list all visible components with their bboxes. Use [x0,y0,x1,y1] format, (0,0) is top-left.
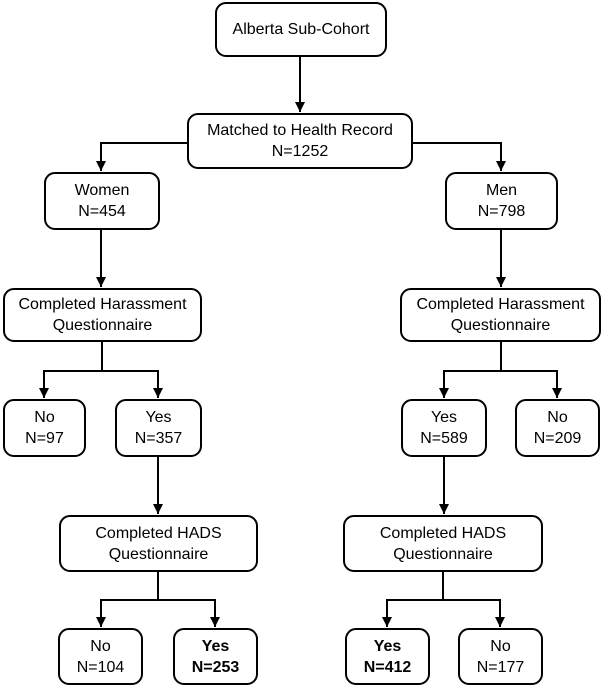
node-label: Questionnaire [393,545,493,563]
node-label: Alberta Sub-Cohort [232,21,370,38]
node-count: N=253 [191,658,240,676]
node-hads-men-no: No N=177 [458,628,543,685]
connector [443,599,505,627]
node-label: Completed HADS [379,524,507,542]
node-label: No [34,409,55,426]
node-count: N=177 [476,658,525,676]
connector [412,142,506,171]
node-label: Women [74,182,130,199]
node-matched-to-health-record: Matched to Health Record N=1252 [187,113,413,169]
node-label: Questionnaire [450,317,551,334]
connector [96,142,188,171]
node-label: No [90,637,111,655]
node-harassment-questionnaire-women: Completed Harassment Questionnaire [3,288,202,342]
node-label: Completed HADS [95,524,222,542]
node-label: Yes [145,409,172,426]
connector [158,599,220,627]
node-count: N=104 [76,658,125,676]
node-harassment-questionnaire-men: Completed Harassment Questionnaire [400,288,601,342]
node-label: Yes [430,409,458,426]
connector [39,342,103,398]
node-count: N=412 [363,658,412,676]
node-count: N=1252 [271,143,329,160]
node-hads-questionnaire-women: Completed HADS Questionnaire [59,515,258,572]
connector [382,572,444,627]
node-hads-women-no: No N=104 [58,628,143,685]
node-count: N=454 [78,203,126,220]
node-count: N=589 [420,430,468,447]
node-hads-men-yes: Yes N=412 [345,628,430,685]
node-men: Men N=798 [445,172,558,230]
node-label: No [547,409,568,426]
node-label: Yes [373,637,402,655]
node-count: N=97 [25,430,64,447]
node-label: Men [485,182,518,199]
node-count: N=357 [134,430,183,447]
node-hads-questionnaire-men: Completed HADS Questionnaire [343,515,543,572]
node-harassment-women-yes: Yes N=357 [115,399,202,457]
node-label: Completed Harassment [416,296,585,313]
node-label: Yes [201,637,230,655]
node-label: Completed Harassment [18,296,187,313]
connector [439,342,502,398]
node-label: Questionnaire [52,317,153,334]
node-label: No [490,637,511,655]
node-women: Women N=454 [44,172,160,230]
node-harassment-women-no: No N=97 [3,399,86,457]
node-alberta-sub-cohort: Alberta Sub-Cohort [215,2,387,57]
connector [102,370,163,398]
node-harassment-men-yes: Yes N=589 [401,399,487,457]
node-harassment-men-no: No N=209 [515,399,600,457]
node-count: N=798 [477,203,526,220]
node-label: Questionnaire [108,545,209,563]
connector [96,572,159,627]
node-hads-women-yes: Yes N=253 [173,628,258,685]
node-label: Matched to Health Record [207,122,393,139]
node-count: N=209 [533,430,582,447]
connector [501,370,562,398]
